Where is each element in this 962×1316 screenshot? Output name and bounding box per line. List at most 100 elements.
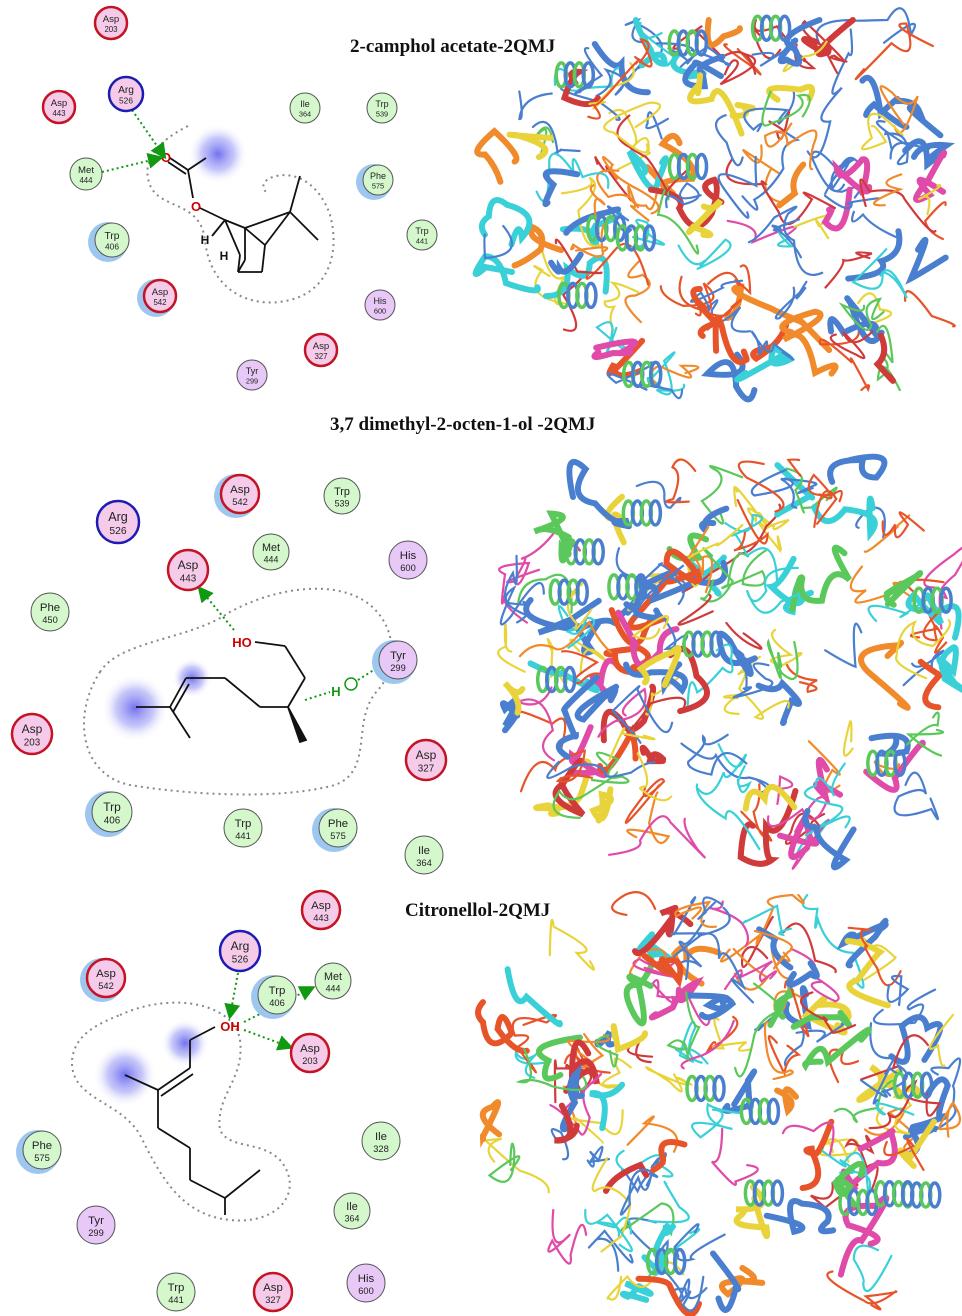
ribbon-strand xyxy=(879,85,919,134)
ribbon-strand xyxy=(875,1102,915,1116)
residue-name: His xyxy=(400,550,417,562)
ribbon-strand xyxy=(790,1009,853,1030)
ribbon-strand xyxy=(757,518,790,554)
ribbon-strand xyxy=(813,489,838,528)
residue-number: 364 xyxy=(416,858,432,868)
residue-disc xyxy=(300,889,342,931)
ribbon-strand xyxy=(811,495,878,542)
residue-name: Trp xyxy=(415,226,428,236)
ribbon-strand xyxy=(641,952,684,988)
residue-disc xyxy=(91,791,133,833)
residue-disc xyxy=(361,1121,401,1161)
residue-name: Tyr xyxy=(390,650,406,662)
ribbon-strand xyxy=(639,744,667,765)
residue-name: Asp xyxy=(313,341,330,352)
ribbon-strand xyxy=(645,111,669,140)
ribbon-strand xyxy=(583,1057,632,1089)
residue-name: Arg xyxy=(118,85,134,96)
residue-number: 203 xyxy=(24,737,41,748)
residue-name: Arg xyxy=(231,939,250,953)
ribbon-strand xyxy=(500,696,521,734)
residue-disc xyxy=(156,1272,196,1312)
residue-disc xyxy=(76,1205,116,1245)
ribbon-strand xyxy=(697,896,724,920)
ribbon-strand xyxy=(785,661,818,694)
ribbon-strand xyxy=(563,1039,600,1094)
residue-name: Trp xyxy=(235,818,252,830)
ribbon-strand xyxy=(763,1021,794,1081)
ribbon-strand xyxy=(645,1066,693,1093)
residue-disc xyxy=(314,962,352,1000)
residue-disc xyxy=(223,808,263,848)
ribbon-strand xyxy=(595,1034,619,1068)
ribbon-strand xyxy=(729,102,756,119)
residue-disc xyxy=(378,640,418,680)
residue-number: 450 xyxy=(42,615,58,625)
ribbon-strand xyxy=(717,155,758,219)
ribbon-strand xyxy=(623,954,655,1027)
ribbon-strand xyxy=(474,127,520,185)
ribbon-strand xyxy=(824,251,873,289)
ribbon-strand xyxy=(574,683,620,723)
ribbon-strand xyxy=(636,645,682,688)
residue-discs: Asp203Arg526Asp443Met444Trp406Asp542Tyr2… xyxy=(10,5,448,1313)
hydrogen-atom-label: H xyxy=(331,684,340,699)
ribbon-strand xyxy=(863,100,910,130)
residue-number: 575 xyxy=(34,1153,50,1163)
ribbon-strand xyxy=(611,891,657,916)
ribbon-strand xyxy=(685,523,744,588)
ribbon-strand xyxy=(700,465,744,525)
ribbon-strand xyxy=(663,548,702,585)
ribbon-strand xyxy=(603,281,640,332)
ribbon-strand xyxy=(589,786,614,824)
ribbon-strand xyxy=(632,564,685,617)
ribbon-strand xyxy=(677,593,714,626)
ribbon-strand xyxy=(766,638,799,680)
ribbon-strand xyxy=(883,570,924,608)
ribbon-strand xyxy=(616,114,689,194)
ribbon-strand xyxy=(586,1145,610,1168)
ribbon-strand xyxy=(479,1099,503,1148)
residue-number: 441 xyxy=(168,1295,184,1305)
helix-turn xyxy=(939,586,953,615)
ribbon-strand xyxy=(827,295,885,344)
ribbon-strand xyxy=(666,991,701,1060)
hydroxyl-label: OH xyxy=(220,1019,240,1034)
helix-turn xyxy=(919,1071,934,1099)
ribbon-strand xyxy=(936,644,962,694)
helix-turn xyxy=(709,630,723,658)
ribbon-strand xyxy=(767,1035,802,1077)
aromatic-ring-icon xyxy=(344,677,358,691)
ribbon-strand xyxy=(763,1198,837,1236)
ribbon-strand xyxy=(546,760,656,779)
ribbon-strand xyxy=(905,236,949,285)
ribbon-strand xyxy=(741,129,801,211)
ribbon-strand xyxy=(712,314,750,365)
residue-number: 203 xyxy=(302,1056,318,1066)
residue-name: Phe xyxy=(40,602,60,614)
ribbon-strand xyxy=(780,477,818,509)
helix-turn xyxy=(900,1180,915,1208)
residue-name: Trp xyxy=(269,985,286,997)
hbond-arrow xyxy=(197,585,235,631)
ribbon-strand xyxy=(603,645,652,676)
ribbon-strand xyxy=(687,72,745,137)
residue-name: Tyr xyxy=(88,1215,104,1227)
ribbon-strand xyxy=(858,639,911,711)
ribbon-strand xyxy=(776,161,807,209)
ribbon-strand xyxy=(912,149,947,203)
ribbon-strand xyxy=(560,68,601,108)
residue-name: Ile xyxy=(375,1131,387,1143)
residue-disc xyxy=(95,499,141,545)
ribbon-strand xyxy=(833,1078,897,1124)
ribbon-strand xyxy=(766,83,816,103)
